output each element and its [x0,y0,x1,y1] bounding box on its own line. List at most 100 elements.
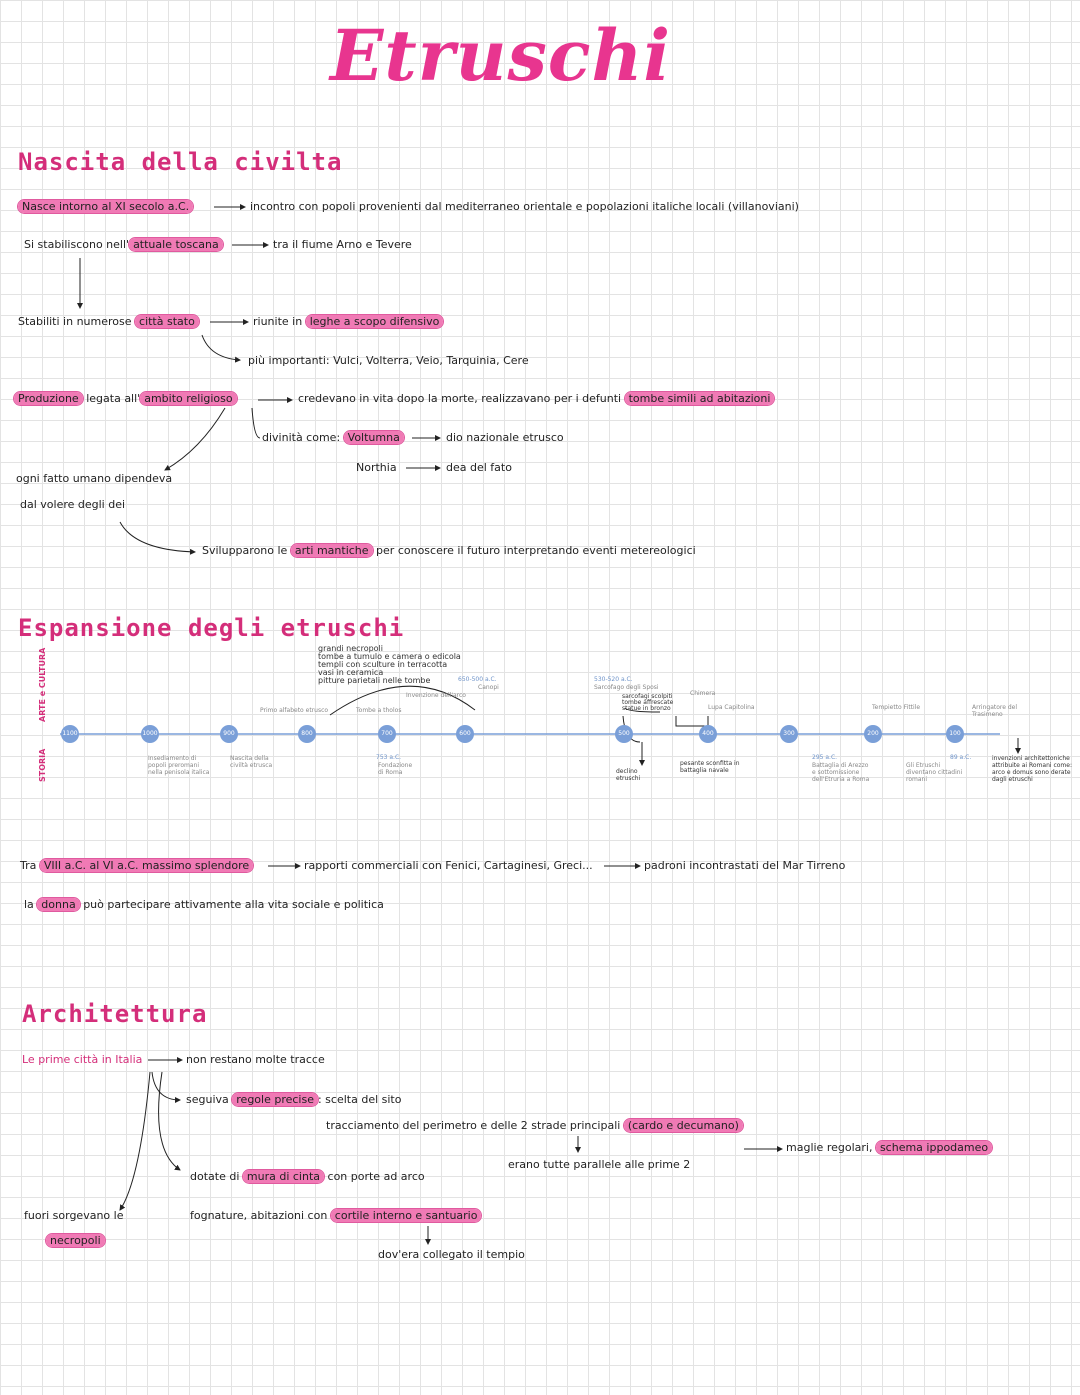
highlight-text: VIII a.C. al VI a.C. massimo splendore [39,859,254,872]
arch-line-4: erano tutte parallele alle prime 2 [508,1158,691,1171]
text-span: Stabiliti in numerose [18,315,132,328]
arch-line-7: dov'era collegato il tempio [378,1248,525,1261]
text-span: Si stabiliscono nell' [24,238,130,251]
highlight-text: Nasce intorno al XI secolo a.C. [18,200,194,213]
text-span: legata all' [86,392,141,405]
arch-line-8-highlight: necropoli [46,1234,105,1247]
nascita-line-10: Svilupparono le arti mantiche per conosc… [202,544,696,557]
nascita-line-8: ogni fatto umano dipendeva [16,472,173,485]
timeline-note: Canopi [478,684,499,691]
espansione-line-1: Tra VIII a.C. al VI a.C. massimo splendo… [20,859,254,872]
timeline-note: Tempietto Fittile [872,704,921,711]
text-span: può partecipare attivamente alla vita so… [83,898,384,911]
text-span: dotate di [190,1170,240,1183]
timeline-note: Tombe a tholos [356,707,402,714]
highlight-text: Voltumna [343,431,404,444]
text-span: Svilupparono le [202,544,288,557]
arch-line-1: Le prime città in Italia [22,1053,143,1066]
list-item: sarcofagi scolpiti [622,693,673,700]
text-span: la [24,898,34,911]
timeline-tick: 200 [864,725,882,743]
arch-line-3-detail: maglie regolari, schema ippodameo [786,1141,993,1154]
nascita-line-1-detail: incontro con popoli provenienti dal medi… [250,200,799,213]
list-item: templi con sculture in terracotta [318,660,448,669]
highlight-text: arti mantiche [290,544,373,557]
nascita-line-6-detail: dio nazionale etrusco [446,431,564,444]
list-item: tombe affrescate [622,699,674,706]
timeline-note: Invenzione dell'arco [406,692,466,699]
section-heading-architettura: Architettura [22,1000,208,1028]
nascita-line-3-detail: riunite in leghe a scopo difensivo [253,315,444,328]
timeline-note: declino etruschi [616,768,641,782]
text-span: seguiva [186,1093,229,1106]
list-item: pitture parietali nelle tombe [318,676,431,685]
espansione-line-2: la donna può partecipare attivamente all… [24,898,384,911]
timeline-tick: 1000 [141,725,159,743]
text-span: fognature, abitazioni con [190,1209,328,1222]
list-item: grandi necropoli [318,644,383,653]
timeline-note: Sarcofago degli Sposi [594,684,659,691]
nascita-line-5-detail: credevano in vita dopo la morte, realizz… [298,392,775,405]
list-item: vasi in ceramica [318,668,384,677]
espansione-line-1-detail: rapporti commerciali con Fenici, Cartagi… [304,859,593,872]
timeline-note: Lupa Capitolina [708,704,755,711]
highlight-text: (cardo e decumano) [623,1119,743,1132]
highlight-text: necropoli [46,1234,105,1247]
arch-line-8: fuori sorgevano le [24,1209,124,1222]
timeline-note: Fondazione di Roma [378,762,413,776]
timeline-tick: 400 [699,725,717,743]
timeline-list-mid: sarcofagi scolpiti tombe affrescate stat… [622,694,673,712]
timeline-note: Gli Etruschi diventano cittadini romani [906,762,963,783]
timeline-note: Primo alfabeto etrusco [260,707,329,714]
timeline-note: Chimera [690,690,716,697]
highlight-text: donna [37,898,80,911]
page-title: Etruschi [330,14,671,97]
nascita-line-5: Produzione legata all'ambito religioso [14,392,237,405]
timeline-note: Battaglia di Arezzo e sottomissione dell… [812,762,870,783]
text-span: per conoscere il futuro interpretando ev… [376,544,696,557]
highlight-text: leghe a scopo difensivo [305,315,444,328]
arch-line-6: fognature, abitazioni con cortile intern… [190,1209,482,1222]
timeline-note: 530-520 a.C. [594,676,633,683]
timeline-note: 295 a.C. [812,754,838,761]
highlight-text: mura di cinta [242,1170,325,1183]
timeline-tick: 700 [378,725,396,743]
list-item: tombe a tumulo e camera o edicola [318,652,461,661]
text-span: maglie regolari, [786,1141,873,1154]
timeline-list-top: grandi necropoli tombe a tumulo e camera… [318,645,461,685]
timeline-note: 650-500 a.C. [458,676,497,683]
highlight-text: attuale toscana [129,238,223,251]
section-heading-espansione: Espansione degli etruschi [18,614,405,642]
text-span: riunite in [253,315,303,328]
timeline-tick: 300 [780,725,798,743]
timeline-tick: 600 [456,725,474,743]
timeline-tick: 900 [220,725,238,743]
nascita-line-9: dal volere degli dei [20,498,126,511]
highlight-text: schema ippodameo [875,1141,993,1154]
nascita-line-7-detail: dea del fato [446,461,512,474]
timeline-label-arte: ARTE e CULTURA [38,647,47,722]
timeline-note: 89 a.C. [950,754,972,761]
timeline-tick: 1100 [61,725,79,743]
highlight-text: città stato [135,315,199,328]
text-span: tracciamento del perimetro e delle 2 str… [326,1119,621,1132]
timeline-note: Insediamento di popoli preromani nella p… [148,755,210,776]
arch-line-1-detail: non restano molte tracce [186,1053,325,1066]
arch-line-2: seguiva regole precise: scelta del sito [186,1093,401,1106]
highlight-text: ambito religioso [140,392,237,405]
arch-line-3: tracciamento del perimetro e delle 2 str… [326,1119,743,1132]
nascita-line-7: Northia [356,461,397,474]
timeline-note: 753 a.C. [376,754,402,761]
timeline-tick: 500 [615,725,633,743]
highlight-text: tombe simili ad abitazioni [624,392,775,405]
text-span: Tra [20,859,37,872]
espansione-line-1-detail-2: padroni incontrastati del Mar Tirreno [644,859,846,872]
text-span: divinità come: [262,431,341,444]
text-span: con porte ad arco [327,1170,425,1183]
nascita-line-2-detail: tra il fiume Arno e Tevere [273,238,412,251]
arch-line-5: dotate di mura di cinta con porte ad arc… [190,1170,425,1183]
timeline-note: Arringatore del Trasimeno [972,704,1018,718]
nascita-line-2: Si stabiliscono nell'attuale toscana [24,238,223,251]
highlight-text: Produzione [14,392,83,405]
